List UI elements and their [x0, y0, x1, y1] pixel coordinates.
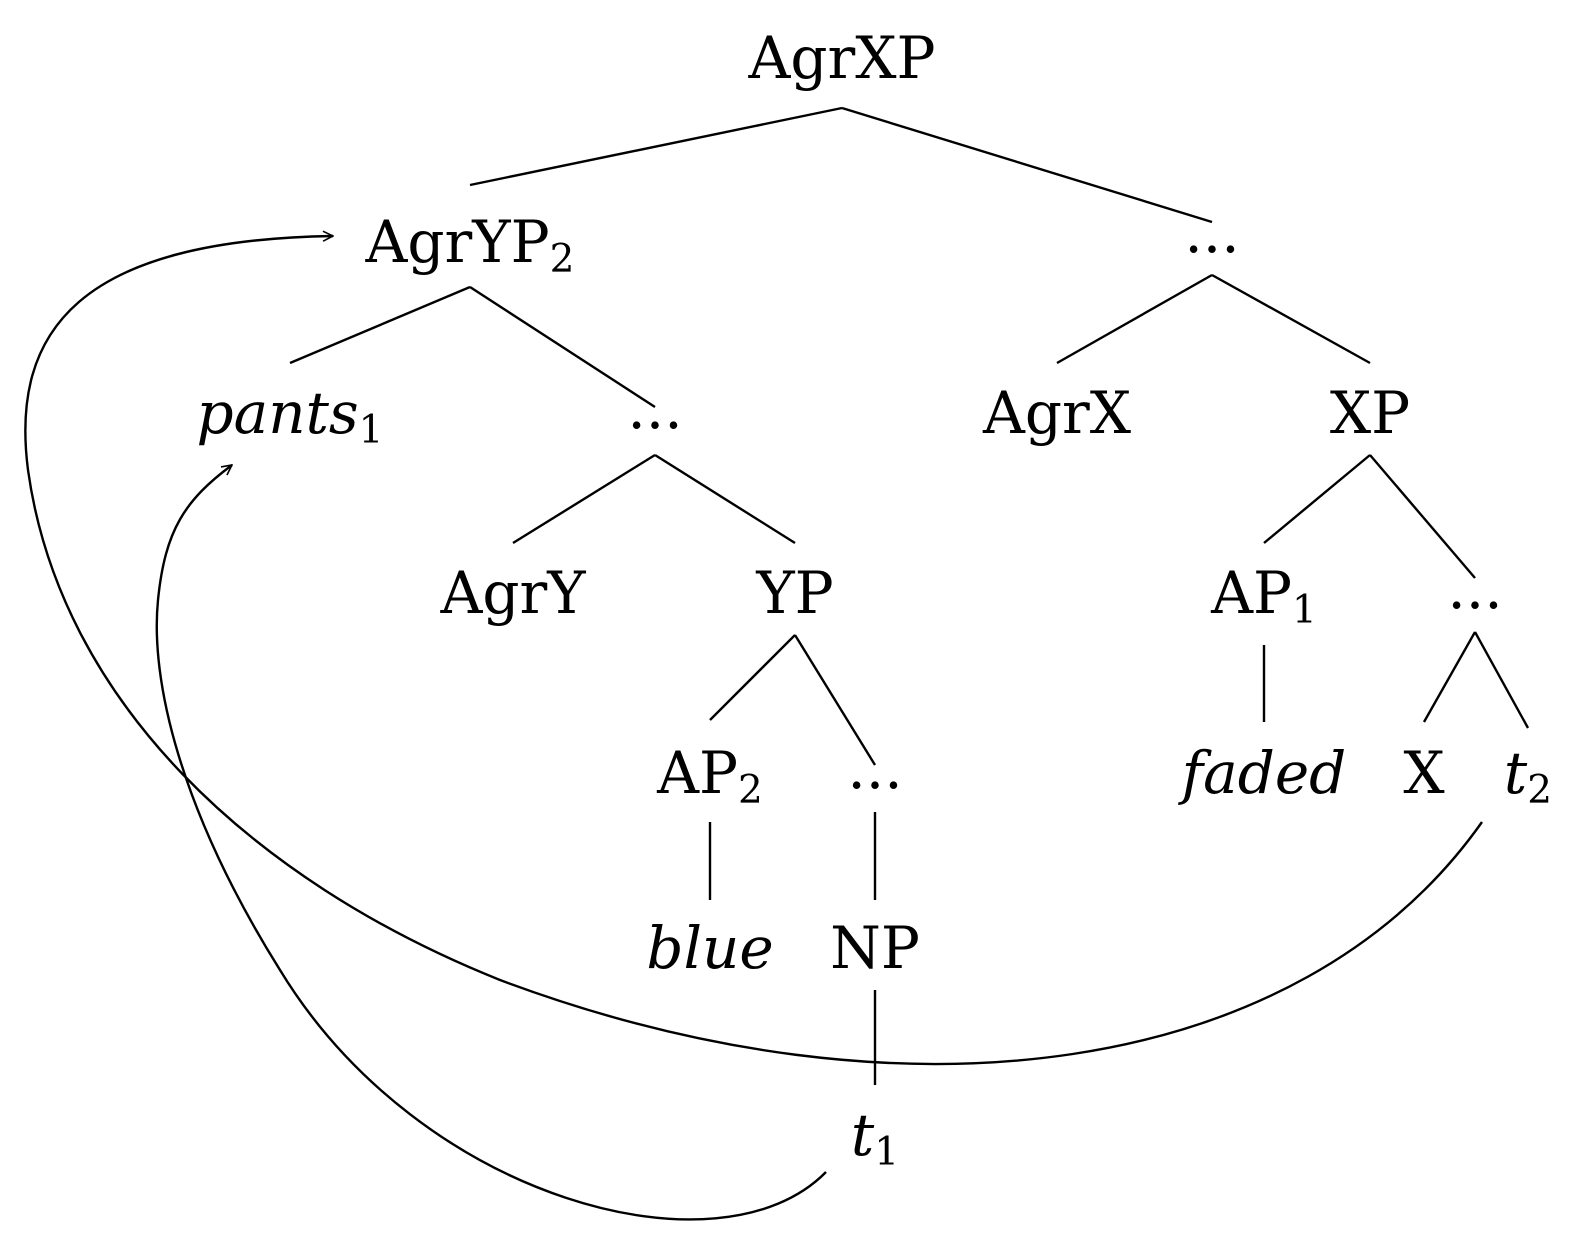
- node-blue-label: blue: [646, 914, 773, 982]
- node-x: X: [1403, 739, 1445, 807]
- node-t2-subscript: 2: [1527, 768, 1552, 813]
- node-dots4: ...: [847, 734, 902, 802]
- branch-xp-dots3: [1369, 454, 1476, 579]
- node-pants-subscript: 1: [359, 408, 384, 453]
- movement-arrow-t1-to-pants: [155, 465, 827, 1221]
- node-blue: blue: [646, 914, 773, 982]
- node-dots4-label: ...: [847, 734, 902, 802]
- node-dots1-label: ...: [1184, 198, 1239, 266]
- movement-arrows: [24, 236, 1483, 1221]
- node-faded: faded: [1178, 739, 1347, 807]
- node-faded-label: faded: [1178, 739, 1347, 807]
- branch-agryp-pants: [289, 285, 471, 365]
- node-xp: XP: [1330, 379, 1410, 447]
- node-xp-label: XP: [1330, 379, 1410, 447]
- branch-xp-ap1: [1263, 454, 1371, 544]
- node-np: NP: [830, 914, 920, 982]
- node-agry-label: AgrY: [439, 559, 586, 627]
- node-pants: pants1: [197, 379, 384, 453]
- node-np-label: NP: [830, 914, 920, 982]
- node-agrxp: AgrXP: [747, 24, 935, 92]
- movement-arrow-t2-to-agryp: [24, 236, 1483, 1066]
- branch-yp-dots4: [793, 634, 877, 766]
- node-t1-label: t: [851, 1101, 875, 1169]
- node-agrxp-label: AgrXP: [747, 24, 935, 92]
- node-agrx-label: AgrX: [982, 379, 1132, 447]
- branch-dots2-yp: [654, 453, 796, 545]
- node-agry: AgrY: [439, 559, 586, 627]
- branch-agrxp-agryp: [469, 106, 843, 187]
- node-pants-label: pants: [197, 379, 359, 447]
- branch-dots3-t2: [1473, 631, 1530, 729]
- node-t2: t2: [1504, 739, 1552, 813]
- branch-dots3-x: [1422, 631, 1477, 723]
- node-dots2: ...: [627, 374, 682, 442]
- branch-agryp-dots2: [469, 285, 656, 409]
- tree-branches: [289, 106, 1530, 1085]
- branch-dots1-agrx: [1056, 273, 1213, 365]
- node-t2-label: t: [1504, 739, 1528, 807]
- node-dots1: ...: [1184, 198, 1239, 266]
- node-ap2-subscript: 2: [738, 768, 763, 813]
- node-yp-label: YP: [755, 559, 833, 627]
- node-agrx: AgrX: [982, 379, 1132, 447]
- node-ap1: AP1: [1210, 559, 1317, 633]
- node-yp: YP: [755, 559, 833, 627]
- node-t1: t1: [851, 1101, 899, 1175]
- node-dots3-label: ...: [1447, 554, 1502, 622]
- branch-dots1-xp: [1211, 273, 1371, 365]
- node-t1-subscript: 1: [874, 1130, 899, 1175]
- node-ap2-label: AP: [656, 739, 738, 807]
- branch-dots2-agry: [512, 453, 656, 545]
- branch-agrxp-dots1: [841, 106, 1213, 224]
- node-dots2-label: ...: [627, 374, 682, 442]
- node-agryp-subscript: 2: [550, 237, 575, 282]
- node-agryp: AgrYP2: [365, 208, 575, 282]
- node-agryp-label: AgrYP: [365, 208, 550, 276]
- node-dots3: ...: [1447, 554, 1502, 622]
- node-ap1-subscript: 1: [1292, 588, 1317, 633]
- branch-yp-ap2: [709, 634, 796, 721]
- node-x-label: X: [1403, 739, 1445, 807]
- node-ap2: AP2: [656, 739, 763, 813]
- node-ap1-label: AP: [1210, 559, 1292, 627]
